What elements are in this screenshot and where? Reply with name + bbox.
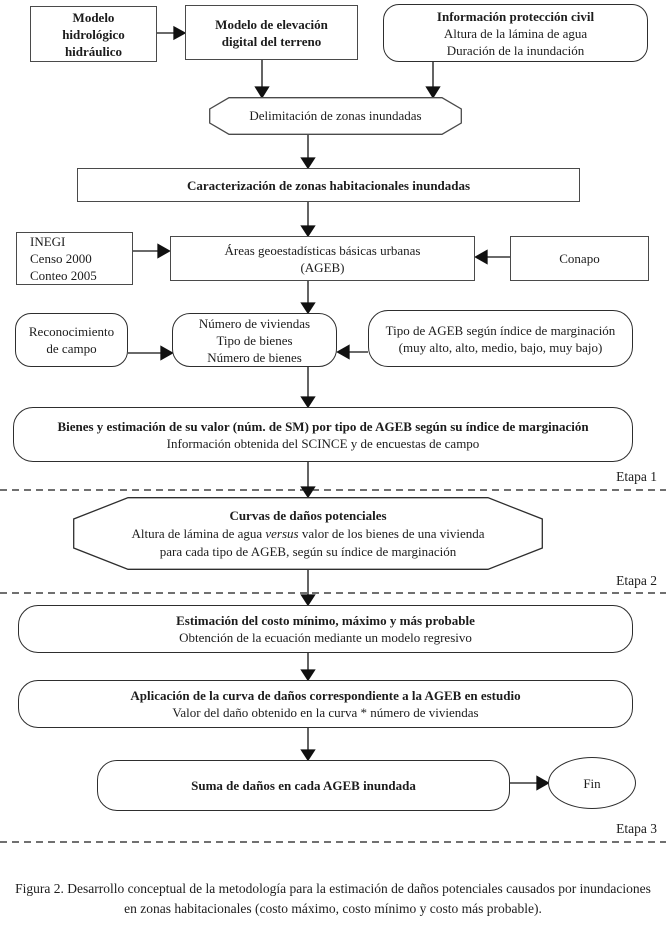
node-info-proteccion-civil: Información protección civil Altura de l…: [383, 4, 648, 62]
node-text-line: Altura de la lámina de agua: [443, 25, 588, 41]
node-text-line: Tipo de AGEB según índice de marginación: [385, 322, 616, 338]
figure-caption-line2: en zonas habitacionales (costo máximo, c…: [124, 901, 542, 916]
node-text-line: Suma de daños en cada AGEB inundada: [191, 778, 416, 793]
arrowhead-hidrologico-to-elevacion: [173, 25, 187, 41]
node-text-line: digital del terreno: [221, 33, 322, 49]
node-text-line: Duración de la inundación: [446, 42, 585, 58]
figure-caption-line1: Figura 2. Desarrollo conceptual de la me…: [15, 881, 651, 896]
arrowhead-ageb-to-viviendas: [300, 302, 316, 315]
arrowhead-delimitacion-to-caracterizacion: [300, 157, 316, 170]
node-suma: Suma de daños en cada AGEB inundada: [97, 760, 510, 811]
stage-label-etapa3: Etapa 3: [616, 821, 657, 836]
hexagon-curvas-shape: [73, 497, 543, 570]
node-text-line: Valor del daño obtenido en la curva * nú…: [172, 705, 479, 720]
node-text-segment: Altura de lámina de agua: [131, 525, 266, 541]
node-text-line: Número de bienes: [207, 349, 302, 365]
node-text-segment-italic: versus: [265, 525, 299, 541]
arrowhead-bienes-to-curvas: [300, 486, 316, 499]
arrowhead-reconocimiento-to-viviendas: [160, 345, 174, 361]
node-conapo: Conapo: [510, 236, 649, 281]
node-estimacion: Estimación del costo mínimo, máximo y má…: [18, 605, 633, 653]
node-aplicacion: Aplicación de la curva de daños correspo…: [18, 680, 633, 728]
node-text-segment: valor de los bienes de una vivienda: [298, 525, 485, 541]
node-text-line: Tipo de bienes: [216, 332, 293, 348]
node-caracterizacion: Caracterización de zonas habitacionales …: [77, 168, 580, 202]
arrowhead-caracterizacion-to-ageb: [300, 225, 316, 238]
arrowhead-suma-to-fin: [536, 775, 550, 791]
hexagon-delimitacion-shape: [209, 97, 462, 135]
node-text-line: Reconocimiento: [28, 324, 115, 339]
node-text-line: Delimitación de zonas inundadas: [249, 108, 422, 123]
node-tipo-ageb: Tipo de AGEB según índice de marginación…: [368, 310, 633, 367]
node-text-line: Obtención de la ecuación mediante un mod…: [179, 630, 472, 645]
node-fin: Fin: [548, 757, 636, 809]
node-ageb: Áreas geoestadísticas básicas urbanas (A…: [170, 236, 475, 281]
node-bienes: Bienes y estimación de su valor (núm. de…: [13, 407, 633, 462]
arrowhead-info-to-delimitacion: [425, 86, 441, 99]
node-text-line: Caracterización de zonas habitacionales …: [186, 177, 471, 193]
node-text-line: Información obtenida del SCINCE y de enc…: [166, 435, 480, 451]
node-curvas: Curvas de daños potenciales Altura de lá…: [73, 497, 543, 570]
node-delimitacion: Delimitación de zonas inundadas: [209, 97, 462, 135]
arrowhead-estimacion-to-aplicacion: [300, 669, 316, 682]
node-text-line: Censo 2000: [30, 251, 92, 266]
arrowhead-curvas-to-estimacion: [300, 594, 316, 607]
stage-label-etapa2: Etapa 2: [616, 573, 657, 588]
node-text-line: Curvas de daños potenciales: [229, 507, 387, 523]
node-text-line: Modelo: [72, 9, 115, 25]
node-text-line: para cada tipo de AGEB, según su índice …: [159, 543, 457, 559]
arrowhead-conapo-to-ageb: [474, 249, 488, 265]
node-viviendas: Número de viviendas Tipo de bienes Númer…: [172, 313, 337, 367]
node-text-line: Modelo de elevación: [215, 16, 328, 32]
arrowhead-inegi-to-ageb: [157, 243, 171, 259]
arrowhead-tipoageb-to-viviendas: [336, 344, 350, 360]
node-text-line: Conapo: [559, 251, 600, 266]
node-text-line: Aplicación de la curva de daños correspo…: [130, 688, 521, 703]
node-text-line: Fin: [583, 775, 601, 791]
node-text-line: Áreas geoestadísticas básicas urbanas: [224, 242, 421, 258]
node-text-line: (AGEB): [300, 259, 345, 275]
node-text-line: Estimación del costo mínimo, máximo y má…: [176, 613, 475, 628]
node-text-line: (muy alto, alto, medio, bajo, muy bajo): [398, 339, 603, 355]
node-modelo-elevacion: Modelo de elevación digital del terreno: [185, 5, 358, 60]
arrowhead-aplicacion-to-suma: [300, 749, 316, 762]
node-text-line: Información protección civil: [436, 8, 595, 24]
node-text-line: Número de viviendas: [198, 315, 311, 331]
node-text-line: de campo: [46, 341, 97, 356]
figure-caption: Figura 2. Desarrollo conceptual de la me…: [0, 879, 666, 919]
node-inegi: INEGI Censo 2000 Conteo 2005: [16, 232, 133, 285]
node-reconocimiento: Reconocimiento de campo: [15, 313, 128, 367]
stage-label-etapa1: Etapa 1: [616, 469, 657, 484]
node-text-line: INEGI: [30, 234, 66, 249]
arrowhead-viviendas-to-bienes: [300, 396, 316, 409]
node-text-line: hidrológico: [62, 26, 125, 42]
node-modelo-hidrologico: Modelo hidrológico hidráulico: [30, 6, 157, 62]
node-text-line: hidráulico: [64, 43, 123, 59]
node-text-line: Conteo 2005: [30, 268, 97, 283]
node-text-line: Altura de lámina de agua versus valor de…: [131, 525, 484, 543]
node-text-line: Bienes y estimación de su valor (núm. de…: [57, 418, 589, 434]
arrowhead-elevacion-to-delimitacion: [254, 86, 270, 99]
